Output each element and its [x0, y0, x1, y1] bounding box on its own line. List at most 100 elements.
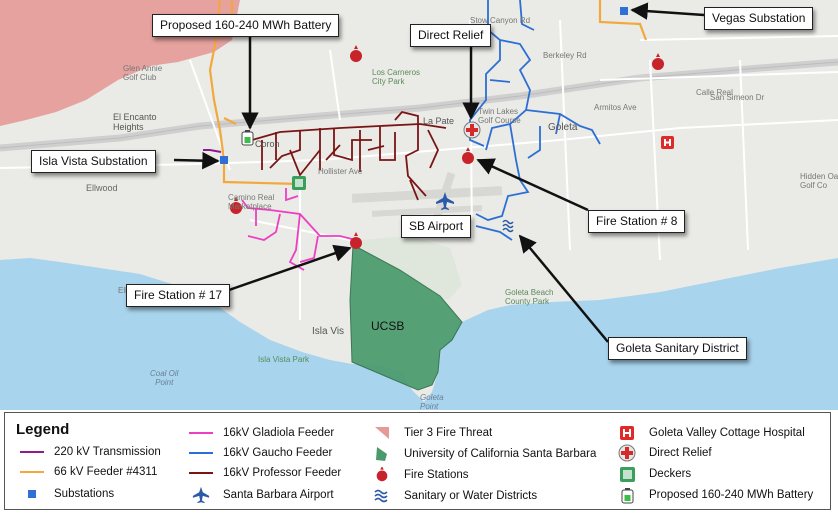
legend-item-gladiola: 16kV Gladiola Feeder [188, 425, 334, 441]
place-label: Goleta Point [420, 393, 444, 410]
gaucho-feeder [469, 0, 601, 241]
fire-station-marker[interactable] [230, 197, 242, 214]
callout-fire-station-8: Fire Station # 8 [588, 210, 686, 233]
legend-item-ucsb: University of California Santa Barbara [369, 446, 596, 462]
legend-label: University of California Santa Barbara [404, 448, 597, 460]
fire-station-marker[interactable] [652, 53, 664, 70]
fire-threat-swatch [375, 427, 389, 439]
direct-relief-icon [618, 444, 636, 462]
place-label: Coron [255, 139, 280, 149]
deckers-icon [619, 466, 635, 482]
direct-relief-marker[interactable] [463, 121, 481, 139]
place-label: Ellwood [86, 183, 118, 193]
ucsb-campus [349, 244, 463, 391]
land-mass [0, 0, 838, 402]
legend-item-fire-threat: Tier 3 Fire Threat [369, 425, 492, 441]
callout-arrows [173, 2, 705, 343]
place-label: El Encanto Heights [113, 112, 157, 132]
callout-battery: Proposed 160-240 MWh Battery [152, 14, 340, 37]
place-label: Stow Canyon Rd [470, 16, 531, 25]
deckers-marker[interactable] [292, 176, 306, 190]
airport-marker[interactable] [436, 192, 454, 210]
place-label: Camino Real Marketplace [228, 193, 275, 211]
sanitary-marker[interactable] [502, 219, 514, 233]
professor-feeder [251, 110, 447, 201]
callout-direct-relief: Direct Relief [410, 24, 492, 47]
legend-label: 66 kV Feeder #4311 [54, 466, 158, 478]
legend-title: Legend [16, 421, 70, 438]
place-label: Calle Real [696, 88, 733, 97]
place-label: Isla Vista Park [258, 355, 309, 364]
place-label: Goleta [548, 122, 578, 133]
transmission-swatch [20, 451, 44, 453]
legend-item-gaucho: 16kV Gaucho Feeder [188, 445, 332, 461]
wetland [360, 236, 462, 300]
legend: Legend 220 kV Transmission 66 kV Feeder … [4, 412, 831, 510]
place-label: San Simeon Dr [710, 93, 765, 102]
feeder-66kv-line-east [598, 0, 648, 41]
legend-label: Fire Stations [404, 469, 469, 481]
legend-label: Substations [54, 488, 115, 500]
place-label: Isla Vis [312, 326, 345, 337]
fire-stations [230, 45, 664, 249]
water-waves-icon [374, 489, 388, 503]
place-label: Armitos Ave [594, 103, 637, 112]
professor-swatch [189, 472, 213, 474]
map-canvas[interactable] [0, 0, 838, 410]
legend-label: Santa Barbara Airport [223, 489, 334, 501]
substation-icon [28, 490, 36, 498]
fire-station-marker[interactable] [462, 147, 474, 164]
feeder-66kv-swatch [20, 471, 44, 473]
battery-icon [621, 487, 633, 503]
battery-marker[interactable] [241, 130, 254, 146]
legend-item-substations: Substations [19, 486, 114, 502]
legend-label: Sanitary or Water Districts [404, 490, 538, 502]
place-label: Coal Oil Point [150, 369, 179, 387]
hospital-marker[interactable] [661, 136, 674, 149]
fire-station-marker[interactable] [350, 45, 362, 62]
place-label: Glen Annie Golf Club [123, 64, 163, 82]
legend-item-transmission: 220 kV Transmission [19, 444, 161, 460]
legend-item-airport: Santa Barbara Airport [188, 486, 334, 504]
place-label: La Pate [423, 116, 455, 126]
highway-101-center [0, 61, 838, 149]
legend-item-deckers: Deckers [614, 466, 691, 482]
transmission-line [203, 149, 222, 153]
legend-label: Proposed 160-240 MWh Battery [649, 489, 814, 501]
legend-label: 16kV Gaucho Feeder [223, 447, 333, 459]
callout-sb-airport: SB Airport [401, 215, 472, 238]
legend-item-professor: 16kV Professor Feeder [188, 465, 341, 481]
legend-item-sanitary: Sanitary or Water Districts [369, 488, 537, 504]
legend-item-battery: Proposed 160-240 MWh Battery [614, 487, 813, 503]
ucsb-label: UCSB [371, 319, 405, 333]
place-label: Berkeley Rd [543, 51, 587, 60]
substation-isla-vista[interactable] [220, 156, 228, 164]
gladiola-swatch [189, 432, 213, 434]
hospital-icon [620, 426, 634, 440]
ucsb-swatch [376, 447, 387, 461]
fire-station-marker[interactable] [350, 232, 362, 249]
callout-vegas-substation: Vegas Substation [704, 7, 814, 30]
legend-item-fire-stations: Fire Stations [369, 467, 469, 483]
gaucho-swatch [189, 452, 213, 454]
map-area[interactable]: Glen Annie Golf Club El Encanto Heights … [0, 0, 838, 410]
legend-item-hospital: Goleta Valley Cottage Hospital [614, 425, 805, 441]
fire-station-icon [376, 467, 388, 482]
place-label: Goleta Beach County Park [505, 288, 554, 306]
legend-label: Direct Relief [649, 447, 712, 459]
legend-label: Goleta Valley Cottage Hospital [649, 427, 805, 439]
place-label: Hidden Oa Golf Co [800, 172, 838, 190]
place-label: Twin Lakes Golf Course [478, 107, 521, 125]
legend-label: 16kV Gladiola Feeder [223, 427, 335, 439]
callout-goleta-sanitary: Goleta Sanitary District [608, 337, 747, 360]
place-label: Hollister Ave [318, 167, 363, 176]
legend-label: 220 kV Transmission [54, 446, 161, 458]
legend-label: 16kV Professor Feeder [223, 467, 342, 479]
legend-item-66kv-feeder: 66 kV Feeder #4311 [19, 464, 157, 480]
callout-fire-station-17: Fire Station # 17 [126, 284, 231, 307]
airplane-icon [192, 486, 210, 504]
substation-vegas[interactable] [620, 7, 628, 15]
legend-item-direct-relief: Direct Relief [614, 444, 712, 462]
place-label: Los Carneros City Park [372, 68, 421, 86]
legend-label: Deckers [649, 468, 692, 480]
